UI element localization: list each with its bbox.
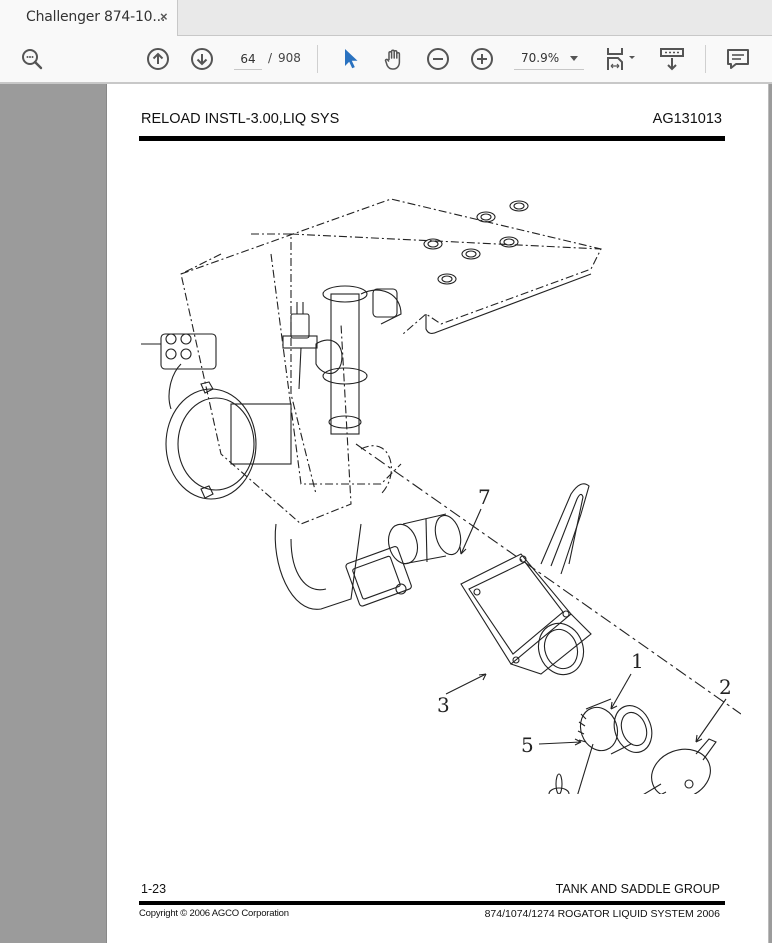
page-separator: / <box>268 51 273 65</box>
callout-2: 2 <box>719 675 732 699</box>
find-text-icon[interactable] <box>20 47 44 71</box>
callout-1: 1 <box>631 649 644 673</box>
zoom-level-value: 70.9% <box>521 51 560 65</box>
page-footer-system: 874/1074/1274 ROGATOR LIQUID SYSTEM 2006 <box>484 908 720 920</box>
tab-bar: Challenger 874-10... × <box>0 0 772 36</box>
tab-title: Challenger 874-10... <box>26 9 166 25</box>
chevron-down-icon <box>570 56 578 61</box>
zoom-out-icon[interactable] <box>426 47 450 71</box>
toolbar-divider <box>705 45 706 73</box>
select-tool-icon[interactable] <box>339 47 363 71</box>
zoom-in-icon[interactable] <box>470 47 494 71</box>
fit-page-icon[interactable] <box>606 47 638 71</box>
header-rule <box>139 136 725 141</box>
page-footer-group: TANK AND SADDLE GROUP <box>555 882 720 896</box>
close-tab-icon[interactable]: × <box>160 9 168 24</box>
exploded-parts-diagram: 7 3 1 2 5 5 6 <box>141 198 741 794</box>
page-footer-number: 1-23 <box>141 882 167 896</box>
page-footer-copyright: Copyright © 2006 AGCO Corporation <box>139 908 289 919</box>
scroll-mode-icon[interactable] <box>660 47 684 71</box>
document-tab[interactable]: Challenger 874-10... × <box>0 0 178 36</box>
viewer-right-margin <box>768 84 772 943</box>
page-header-title: RELOAD INSTL-3.00,LIQ SYS <box>141 111 340 127</box>
next-page-icon[interactable] <box>190 47 214 71</box>
callout-5: 5 <box>521 733 534 757</box>
zoom-level-dropdown[interactable]: 70.9% <box>514 49 584 70</box>
comment-icon[interactable] <box>726 47 750 71</box>
toolbar-divider <box>317 45 318 73</box>
page-header-code: AG131013 <box>652 111 722 127</box>
hand-tool-icon[interactable] <box>382 47 406 71</box>
page-total: 908 <box>278 51 301 65</box>
page-number-input[interactable] <box>234 49 262 70</box>
footer-rule <box>139 901 725 905</box>
callout-3: 3 <box>437 693 450 717</box>
callout-7: 7 <box>478 485 491 509</box>
pdf-page: RELOAD INSTL-3.00,LIQ SYS AG131013 <box>106 84 769 943</box>
toolbar: / 908 70.9% <box>0 36 772 84</box>
previous-page-icon[interactable] <box>146 47 170 71</box>
tabbar-divider <box>178 35 772 36</box>
